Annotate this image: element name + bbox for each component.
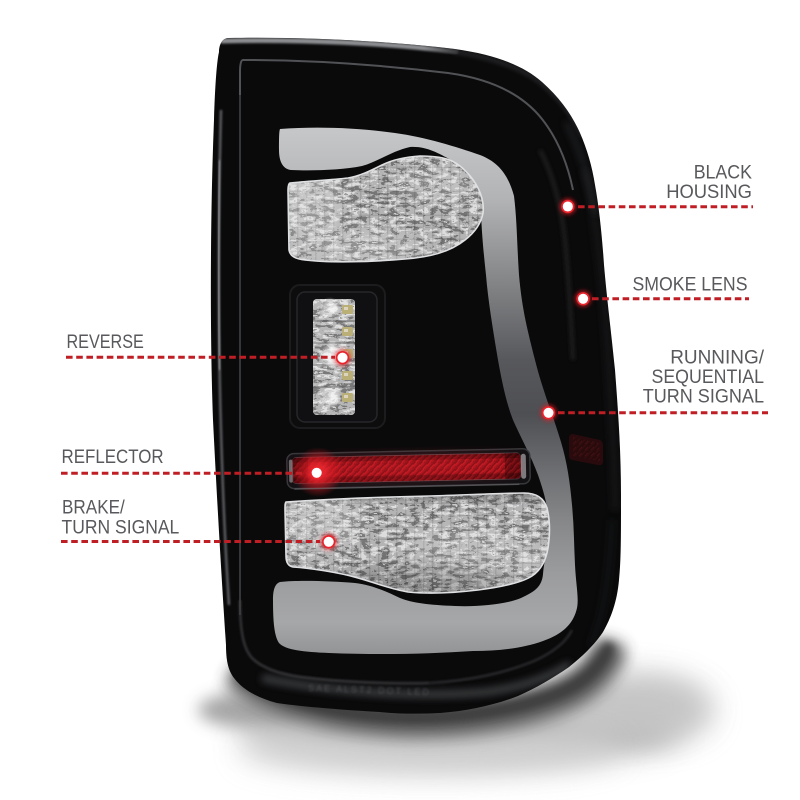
svg-text:SEQUENTIAL: SEQUENTIAL (652, 366, 765, 388)
svg-text:BLACK: BLACK (694, 162, 752, 184)
svg-text:SAE ALST2 DOT LED: SAE ALST2 DOT LED (308, 683, 431, 697)
svg-text:TURN SIGNAL: TURN SIGNAL (643, 386, 764, 408)
svg-text:REFLECTOR: REFLECTOR (62, 446, 164, 468)
svg-text:HOUSING: HOUSING (666, 181, 752, 203)
svg-text:SMOKE LENS: SMOKE LENS (633, 274, 748, 296)
svg-text:BRAKE/: BRAKE/ (62, 496, 125, 518)
svg-text:REVERSE: REVERSE (67, 331, 144, 353)
svg-text:RUNNING/: RUNNING/ (670, 347, 764, 369)
svg-text:TURN SIGNAL: TURN SIGNAL (62, 517, 180, 539)
